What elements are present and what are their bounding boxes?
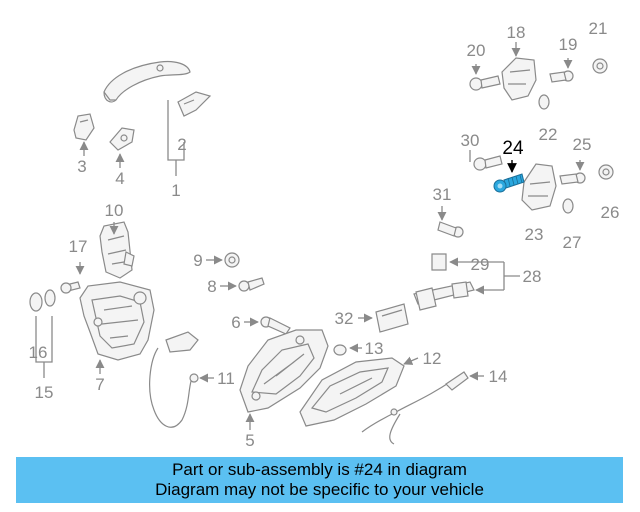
callout-27: 27: [563, 233, 582, 252]
banner-line-2: Diagram may not be specific to your vehi…: [155, 480, 484, 499]
gasket-part: [109, 127, 135, 151]
latch-cable-part: [149, 331, 199, 428]
callout-24-highlighted: 24: [502, 138, 524, 159]
callout-3: 3: [77, 157, 86, 176]
callout-16: 16: [29, 343, 48, 362]
bolt-19-part: [549, 70, 574, 83]
outside-handle-part: [103, 60, 191, 103]
callout-29: 29: [471, 255, 490, 274]
banner-line-1: Part or sub-assembly is #24 in diagram: [172, 460, 467, 479]
callout-9: 9: [193, 251, 202, 270]
bolt-6-part: [260, 316, 291, 335]
bolt-20-part: [469, 75, 501, 91]
bolt-31-part: [437, 221, 464, 238]
callout-19: 19: [559, 35, 578, 54]
callout-11: 11: [217, 369, 235, 388]
callout-26: 26: [601, 203, 620, 222]
callout-32: 32: [335, 309, 354, 328]
callout-25: 25: [573, 135, 592, 154]
inside-handle-part: [299, 357, 405, 427]
cylinder-cover-part: [73, 113, 95, 141]
inner-carrier-part: [239, 329, 329, 413]
callout-21: 21: [589, 19, 608, 38]
callout-2: 2: [177, 135, 186, 154]
callout-15: 15: [35, 383, 54, 402]
bolt-32-part: [375, 303, 409, 333]
callout-6: 6: [231, 313, 240, 332]
callout-31: 31: [433, 185, 452, 204]
bushing-22-part: [538, 94, 550, 110]
callout-20: 20: [467, 41, 486, 60]
info-banner: Part or sub-assembly is #24 in diagram D…: [16, 457, 623, 503]
callout-12: 12: [423, 349, 442, 368]
grommet-9-part: [224, 252, 240, 268]
callout-23: 23: [525, 225, 544, 244]
hinge-23-part: [521, 163, 557, 211]
bolt-30-part: [473, 155, 503, 171]
callout-7: 7: [95, 375, 104, 394]
nut-21-part: [592, 58, 608, 74]
callout-13: 13: [365, 339, 384, 358]
callout-17: 17: [69, 237, 88, 256]
callout-5: 5: [245, 431, 254, 450]
callout-30: 30: [461, 131, 480, 150]
latch-part: [79, 281, 155, 361]
callout-10: 10: [105, 201, 124, 220]
part-24-bolt-highlighted[interactable]: [493, 173, 525, 193]
check-strap-part: [413, 281, 475, 311]
bolt-25-part: [559, 172, 586, 185]
washer-16-part: [29, 289, 56, 312]
callout-18: 18: [507, 23, 526, 42]
handle-cap-part: [177, 91, 212, 117]
washer-13-part: [333, 344, 347, 356]
callout-22: 22: [539, 125, 558, 144]
callout-8: 8: [207, 277, 216, 296]
callout-14: 14: [489, 367, 508, 386]
bolt-17-part: [60, 281, 81, 294]
check-link-29-part: [431, 253, 447, 271]
callout-4: 4: [115, 169, 124, 188]
callout-28: 28: [523, 267, 542, 286]
hinge-18-part: [501, 57, 537, 101]
callout-1: 1: [171, 181, 180, 200]
nut-26-part: [598, 164, 614, 180]
screw-8-part: [238, 277, 265, 292]
actuator-part: [99, 221, 135, 279]
bushing-27-part: [562, 198, 574, 214]
cable-14-part: [361, 371, 469, 445]
